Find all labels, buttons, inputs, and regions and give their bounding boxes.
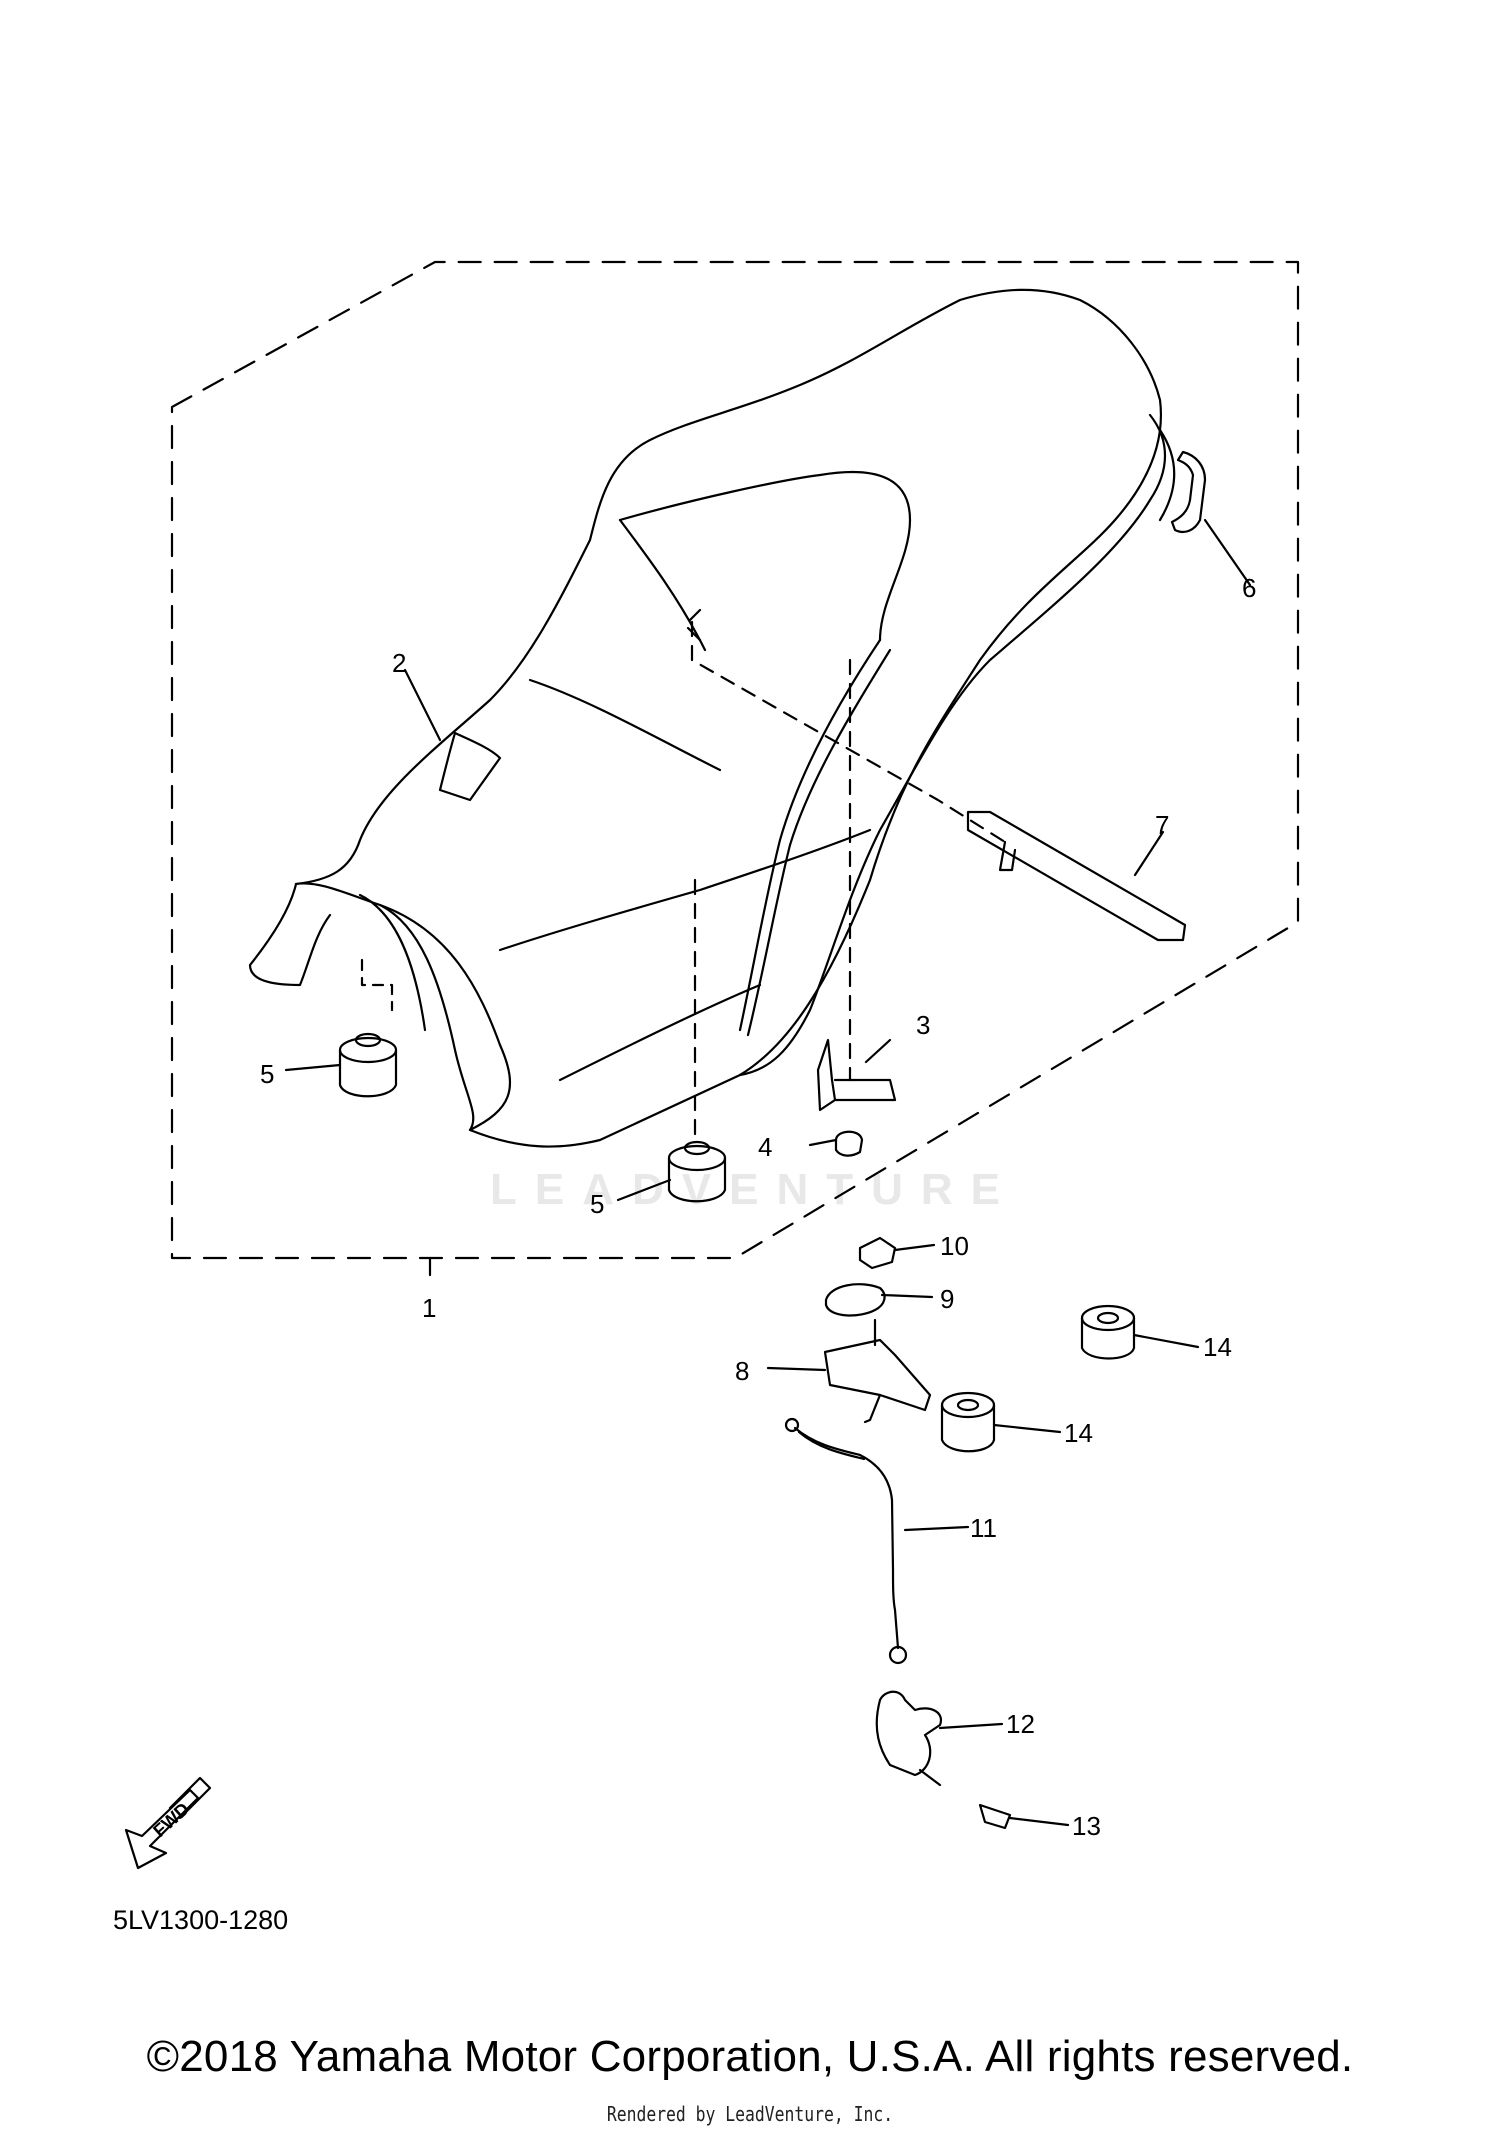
part-10-nut [858,1236,897,1270]
callout-9: 9 [940,1284,954,1314]
part-5-damper-right [667,1140,727,1203]
seat [248,288,1176,1148]
callout-10: 10 [940,1231,969,1261]
part-8-latch [823,1338,932,1424]
part-9-plate [824,1283,886,1317]
callout-5-right: 5 [590,1189,604,1219]
part-4-nut [834,1130,864,1157]
callout-14-left: 14 [1064,1418,1093,1448]
callout-2: 2 [392,648,406,678]
fwd-label: FWD [149,1799,193,1841]
diagram-code: 5LV1300-1280 [113,1905,289,1935]
part-14-damper-right [1080,1304,1136,1360]
part-12-latch [875,1690,943,1777]
assembly-boundary [170,260,1300,1260]
part-14-damper-left [940,1391,996,1453]
callout-3: 3 [916,1010,930,1040]
fwd-arrow [124,1776,212,1870]
rendered-by: Rendered by LeadVenture, Inc. [606,2102,894,2126]
part-13-bolt [978,1803,1012,1830]
callout-4: 4 [758,1132,772,1162]
callout-5-left: 5 [260,1059,274,1089]
part-11-cable [793,1426,900,1650]
part-5-damper-left [338,1032,398,1098]
copyright: ©2018 Yamaha Motor Corporation, U.S.A. A… [146,2032,1354,2081]
callout-7: 7 [1155,810,1169,840]
callout-1: 1 [422,1293,436,1323]
part-2-label [438,731,502,802]
callout-14-right: 14 [1203,1332,1232,1362]
callout-6: 6 [1242,573,1256,603]
part-7-strap [966,810,1187,942]
part-6-hook [1170,450,1207,534]
callout-8: 8 [735,1356,749,1386]
callout-12: 12 [1006,1709,1035,1739]
part-3-bracket [816,1038,897,1112]
callout-13: 13 [1072,1811,1101,1841]
callout-11: 11 [970,1513,997,1543]
watermark: LEADVENTURE [490,1165,1019,1214]
